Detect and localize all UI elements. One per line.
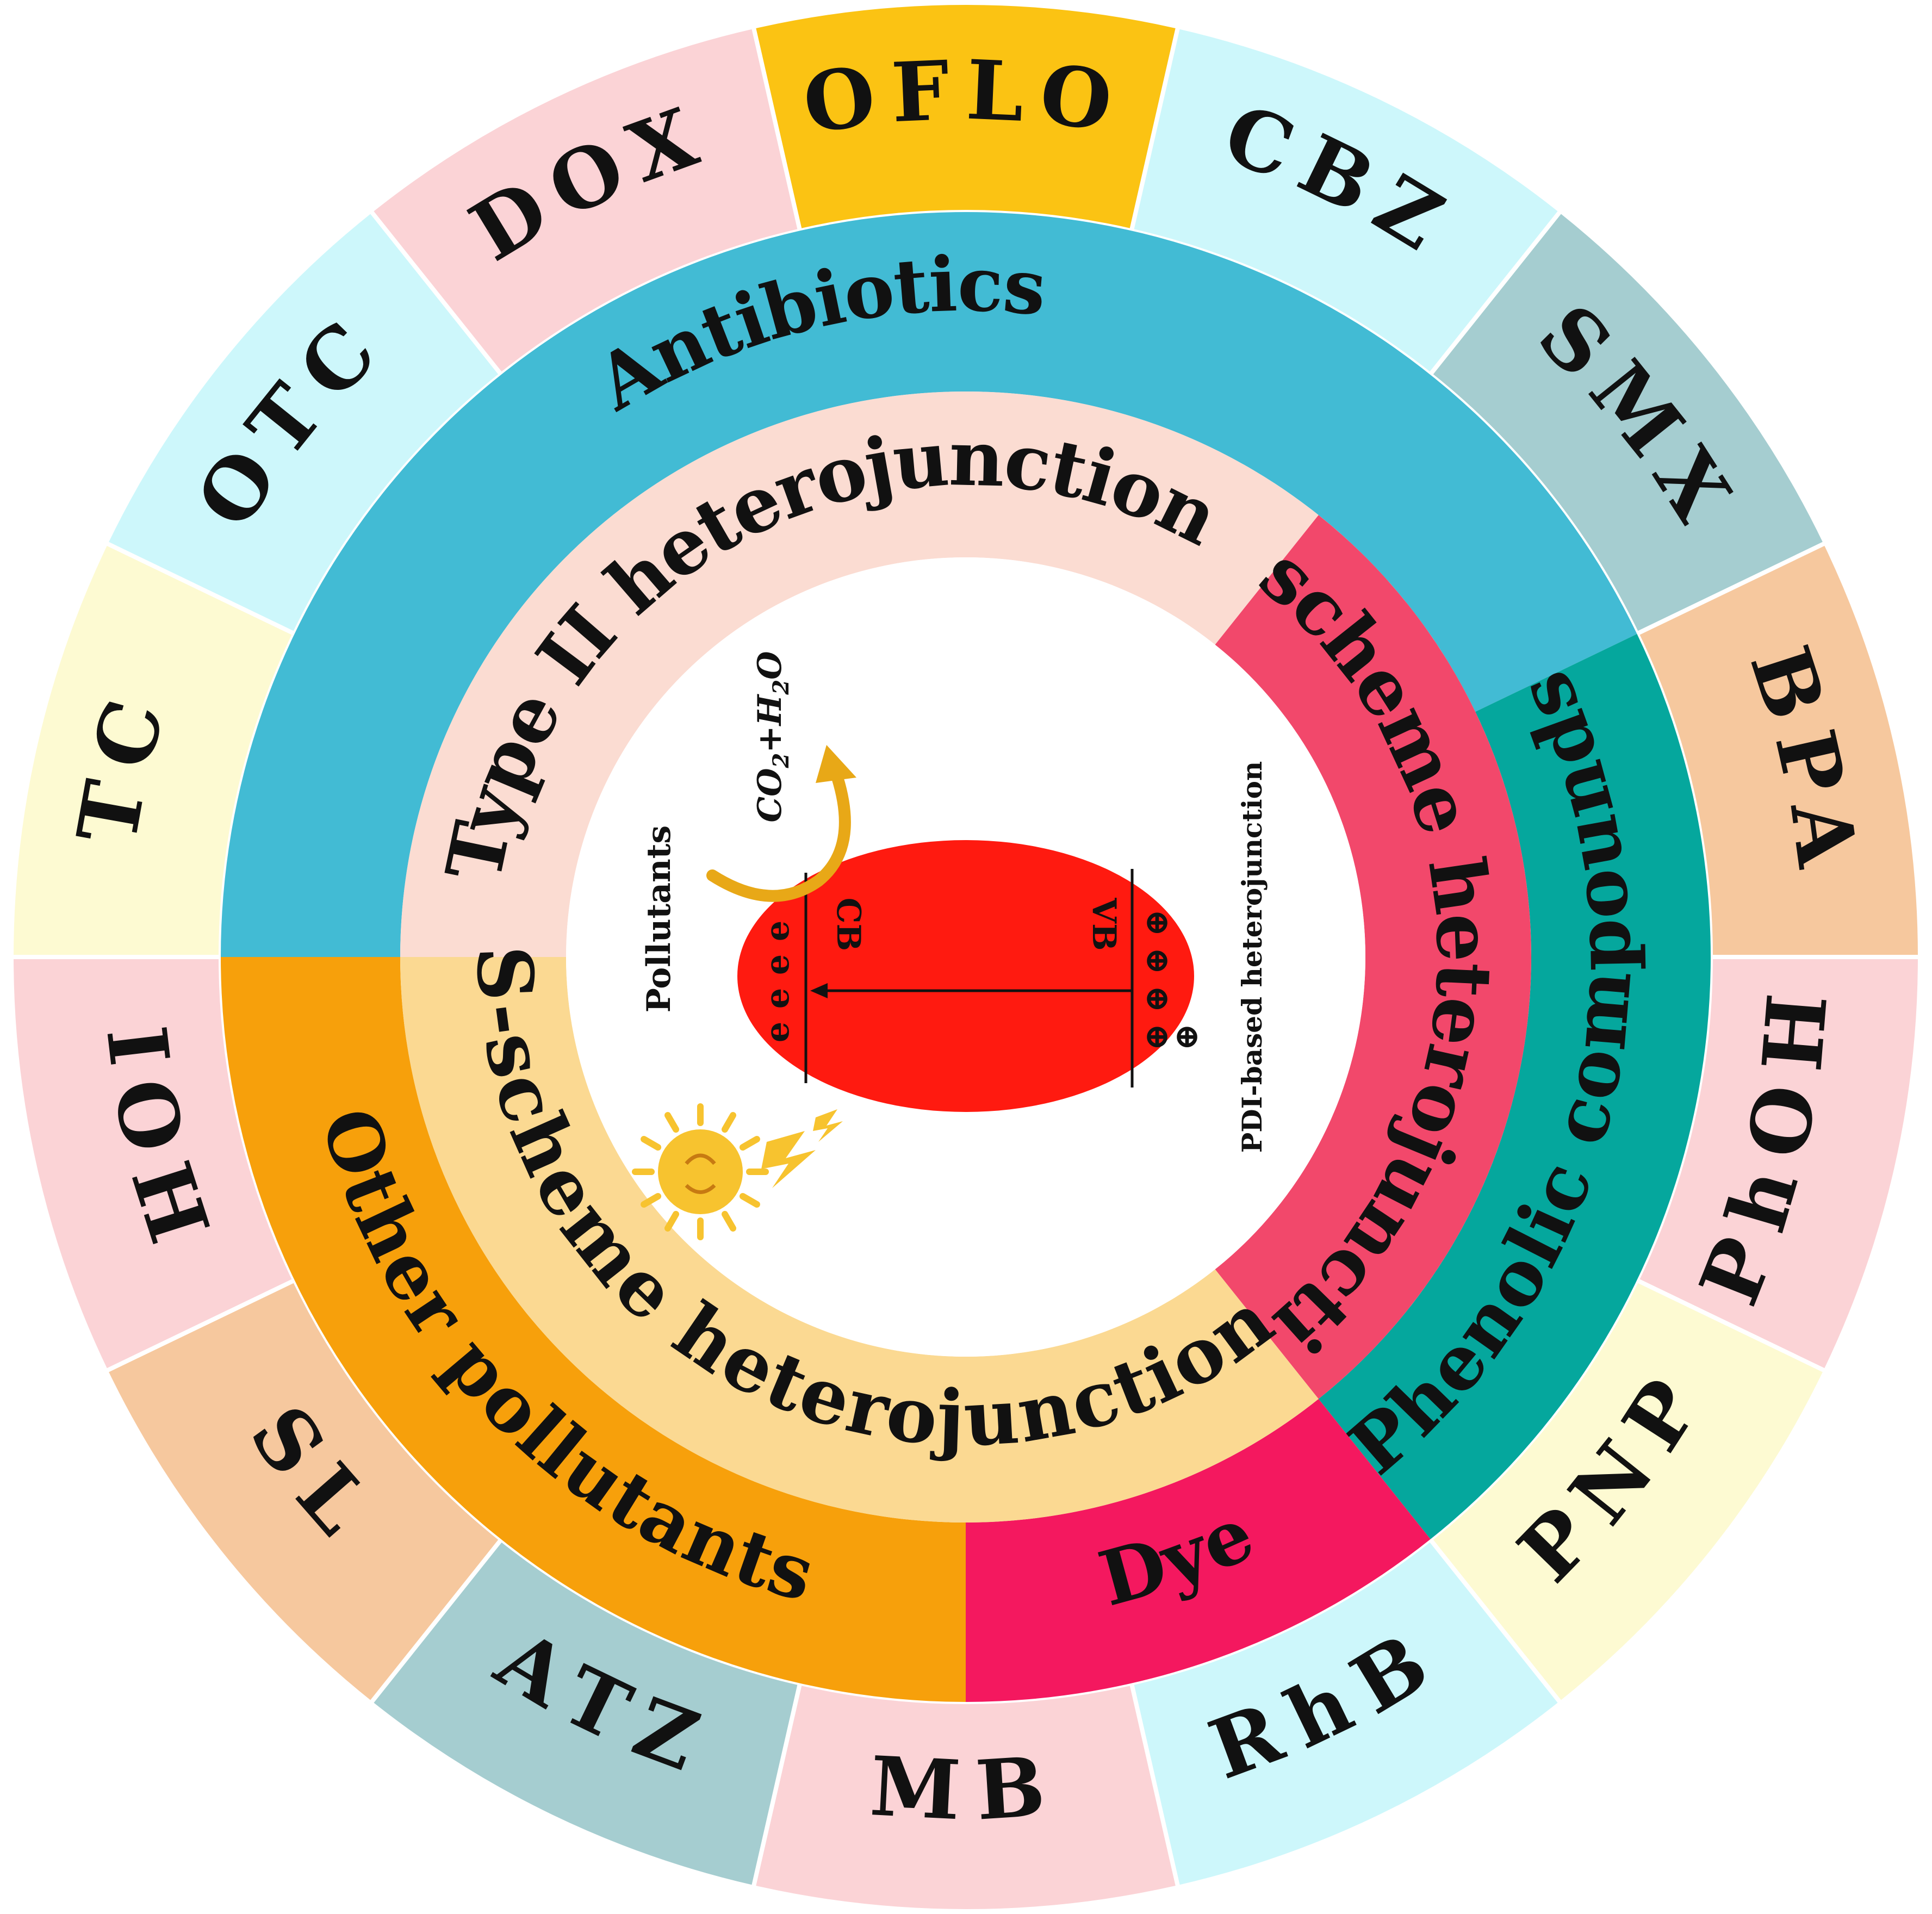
sun-face [685,1153,716,1194]
outer-label-oflo: OFLO [798,42,1134,152]
outer-label-oflo-text: OFLO [798,42,1117,152]
hole: ⊕ [1144,903,1171,941]
degradation-arrow [706,772,851,902]
sun-rays [632,1103,769,1240]
product-plus-h: +H [751,693,789,753]
sun-disc [658,1129,743,1214]
product-sub-2b: 2 [768,680,794,695]
middle-segment-antibiotics [221,212,1637,957]
pdi-label: PDI-based heterojunction [1236,761,1268,1153]
lightning-bolt-small [813,1109,843,1142]
lightning-bolt [761,1131,816,1188]
inner-segment-s-scheme-heterojunction [400,957,1319,1522]
outer-label-mb: MB [868,1738,1064,1840]
sun-ray [664,1210,679,1232]
hole: ⊕ [1173,1017,1201,1055]
inner-segment-type-ii-heterojunction [400,391,1319,957]
middle-segment-other-pollutants [221,957,966,1702]
electron: e [759,1022,797,1042]
sun-ray [722,1112,736,1133]
degradation-arrow-head [816,745,856,783]
pdi-ellipse [737,840,1194,1112]
inner-segment-z-scheme-heterojunction [1215,515,1531,1399]
vb-label: VB [1085,897,1123,950]
sun-ray [739,1193,760,1208]
product-sub-2a: 2 [768,753,794,769]
sun-ray [739,1136,760,1151]
sun-ray [664,1112,679,1133]
electron: e [759,954,797,975]
sun-icon [632,1103,769,1240]
electron: e [759,988,797,1009]
sun-ray [722,1210,736,1232]
product-label: CO2+H2O [751,651,794,823]
middle-segment-dye [966,1399,1431,1702]
middle-segment-phenolic-compounds [1318,633,1711,1539]
electrons: e e e e [759,921,797,1042]
sun-ray [641,1136,662,1151]
outer-label-mb-text: MB [868,1738,1048,1840]
hole: ⊕ [1144,979,1171,1017]
hole: ⊕ [1144,1017,1171,1055]
pollutants-label: Pollutants [640,825,678,1012]
transfer-arrow-head [810,983,828,998]
holes: ⊕ ⊕ ⊕ ⊕ ⊕ [1144,903,1201,1055]
center-content: e e e e CB VB ⊕ ⊕ ⊕ ⊕ ⊕ Pollutants CO2+H… [632,651,1268,1240]
lightning-icon [761,1109,843,1188]
hole: ⊕ [1144,941,1171,979]
product-o: O [751,651,789,680]
product-co: CO [751,768,789,822]
sun-ray [641,1193,662,1208]
cb-label: CB [829,898,867,951]
electron: e [759,921,797,941]
